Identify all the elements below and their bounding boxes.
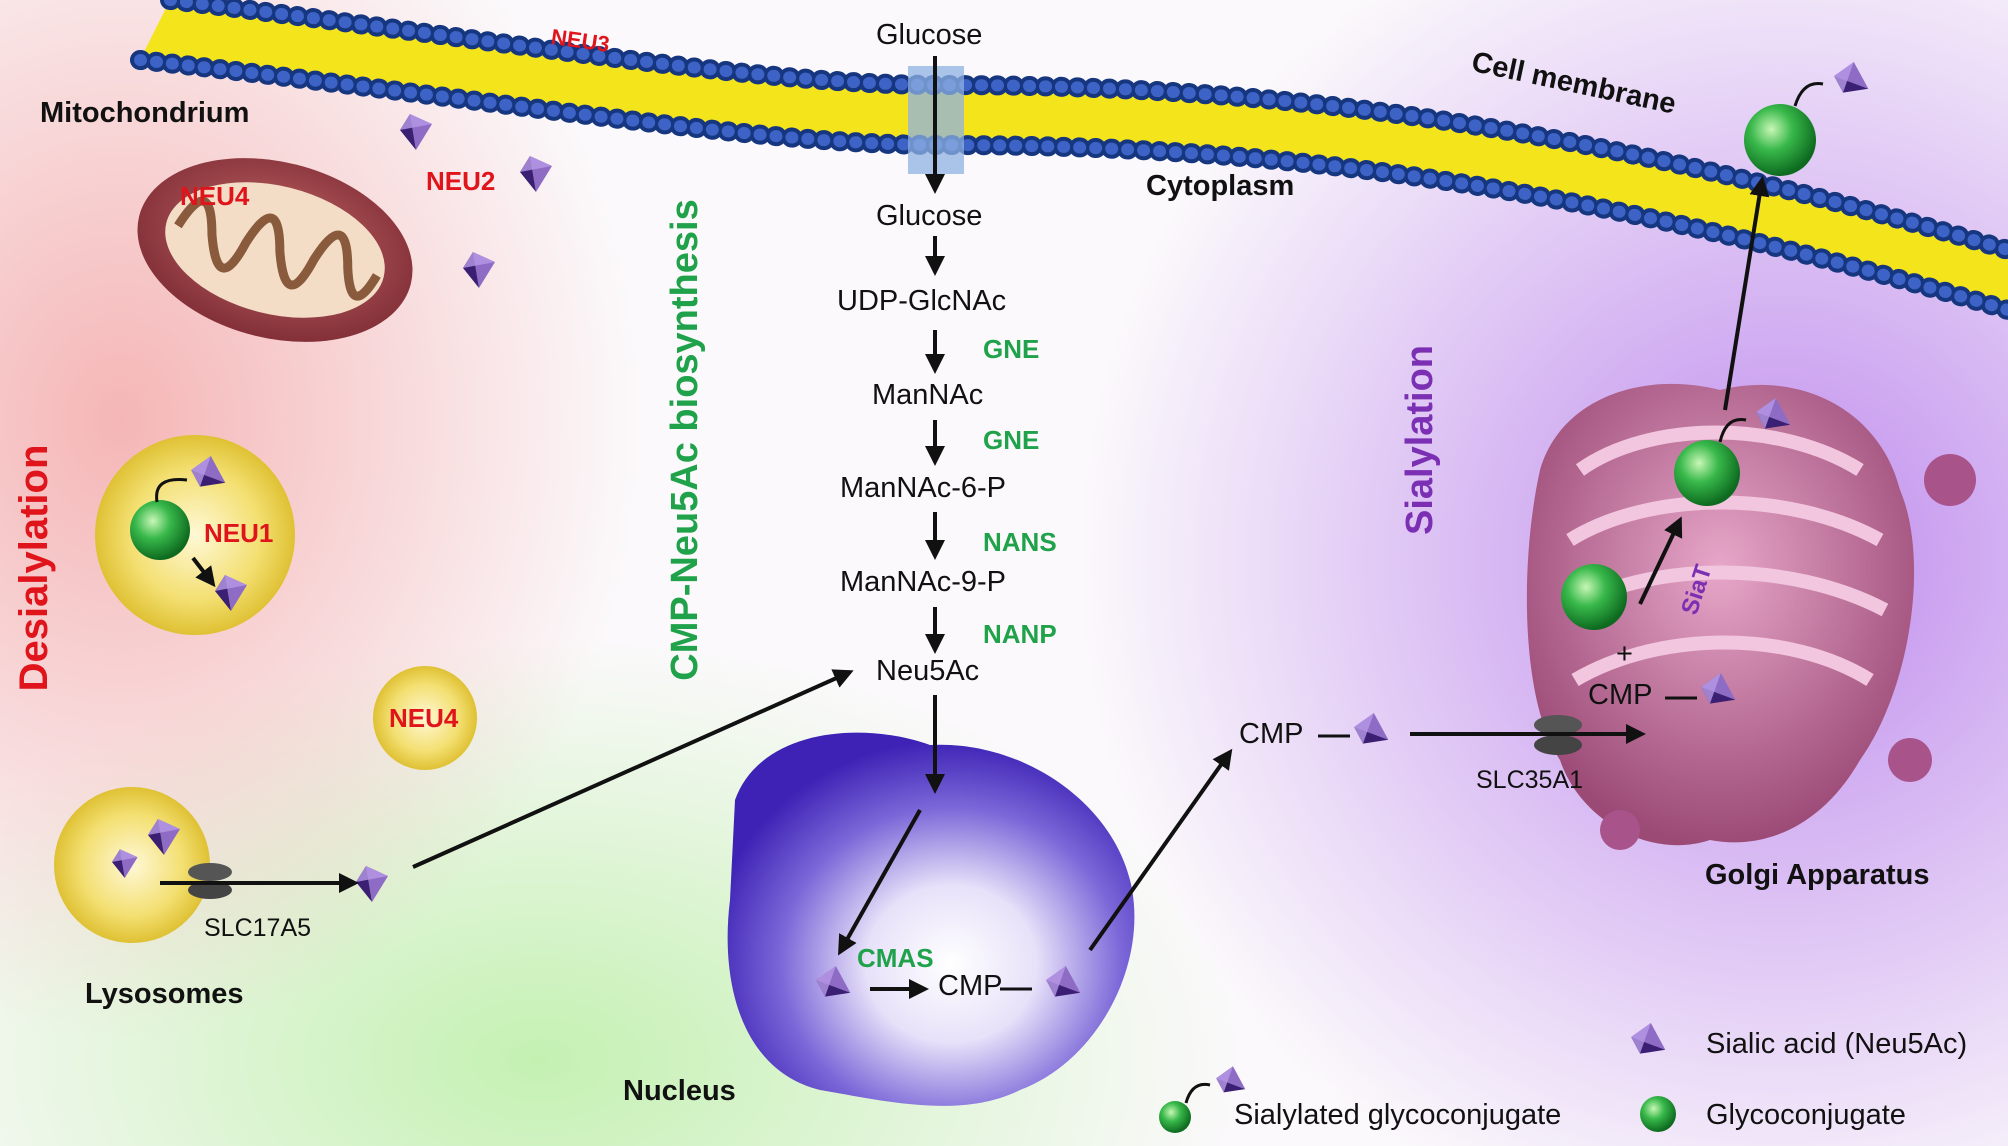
- glycoconjugate-golgi: [1561, 564, 1627, 630]
- udp-glcnac-label: UDP-GlcNAc: [837, 285, 1007, 317]
- sialic-acid-pyramid: [463, 252, 495, 288]
- sialic-acid-pyramid: [1829, 56, 1877, 103]
- slc35a1-transporter: [1534, 715, 1582, 755]
- nans-enzyme: NANS: [983, 527, 1057, 557]
- nucleus-label: Nucleus: [623, 1075, 736, 1107]
- nucleus-organelle: [727, 732, 1135, 1106]
- sialylation-title: Sialylation: [1399, 344, 1441, 536]
- mannac-6p-label: ManNAc-6-P: [840, 472, 1006, 504]
- golgi-label: Golgi Apparatus: [1705, 859, 1930, 891]
- glucose-intracellular-label: Glucose: [876, 200, 983, 232]
- sialic-acid-pyramid: [400, 114, 432, 150]
- mitochondrium-organelle: [137, 158, 413, 342]
- plus-sign: +: [1616, 638, 1633, 670]
- slc35a1-label: SLC35A1: [1476, 766, 1584, 794]
- cmp-cytoplasm-label: CMP: [1239, 718, 1304, 750]
- legend-glycoconjugate-swatch: [1640, 1096, 1676, 1132]
- desialylation-title: Desialylation: [12, 444, 56, 692]
- sialylated-glycoconjugate-golgi: [1674, 440, 1740, 506]
- sialic-acid-pyramid: [1349, 707, 1397, 754]
- sialylated-glycoconjugate-membrane: [1744, 104, 1816, 176]
- slc17a5-transporter: [188, 863, 232, 899]
- neu4-vesicle-label: NEU4: [389, 703, 459, 733]
- lysosomes-label: Lysosomes: [85, 978, 244, 1010]
- slc17a5-label: SLC17A5: [204, 914, 312, 942]
- legend-sialic-acid-label: Sialic acid (Neu5Ac): [1706, 1028, 1968, 1060]
- mannac-9p-label: ManNAc-9-P: [840, 566, 1006, 598]
- legend-sialylated-swatch: [1159, 1101, 1191, 1133]
- legend-sialylated-label: Sialylated glycoconjugate: [1234, 1099, 1562, 1131]
- gne-enzyme-1: GNE: [983, 334, 1040, 364]
- gne-enzyme-2: GNE: [983, 425, 1040, 455]
- vesicle-neu4: [373, 666, 477, 770]
- mannac-label: ManNAc: [872, 379, 984, 411]
- sialic-acid-pyramid: [520, 156, 552, 192]
- nanp-enzyme: NANP: [983, 619, 1057, 649]
- cell-membrane-bilayer: [130, 0, 2008, 320]
- legend-sialic-acid-swatch: [1626, 1017, 1674, 1064]
- biosynthesis-title: CMP-Neu5Ac biosynthesis: [664, 199, 706, 681]
- neu4-mito-label: NEU4: [180, 181, 250, 211]
- legend-glycoconjugate-label: Glycoconjugate: [1706, 1099, 1906, 1131]
- sialic-acid-pyramid: [356, 866, 388, 902]
- cmp-golgi-label: CMP: [1588, 679, 1653, 711]
- neu5ac-label: Neu5Ac: [876, 655, 980, 687]
- glycoconjugate-lysosome: [130, 500, 190, 560]
- cytoplasm-label: Cytoplasm: [1146, 170, 1295, 202]
- sialic-acid-pyramid: [1211, 1062, 1253, 1101]
- cmas-enzyme: CMAS: [857, 943, 934, 973]
- neu1-label: NEU1: [204, 518, 274, 548]
- glycosidic-links: [155, 81, 1824, 1104]
- pathway-arrows: [160, 56, 1770, 999]
- mitochondrium-label: Mitochondrium: [40, 97, 250, 129]
- cmp-nucleus-label: CMP: [938, 970, 1003, 1002]
- glucose-extracellular-label: Glucose: [876, 19, 983, 51]
- neu2-label: NEU2: [426, 166, 496, 196]
